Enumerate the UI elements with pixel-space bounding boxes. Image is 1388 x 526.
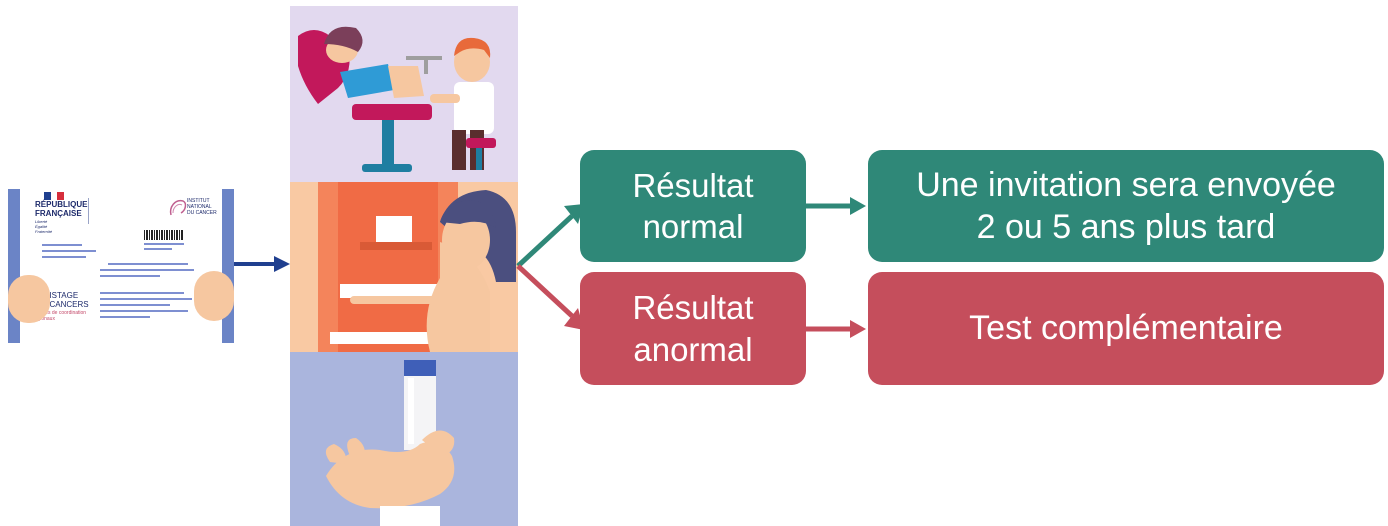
letter-line xyxy=(100,275,160,277)
arrow-to-normal xyxy=(516,214,574,268)
test-complementaire-box: Test complémentaire xyxy=(868,272,1384,385)
letter-motto-2: Égalité xyxy=(35,224,48,229)
letter-line xyxy=(144,248,172,250)
centres-line1: Centres de coordination xyxy=(33,310,87,316)
letter-paper: RÉPUBLIQUE FRANÇAISE Liberté Égalité Fra… xyxy=(20,189,222,343)
branch-arrows xyxy=(516,204,584,330)
result-normal-line2: normal xyxy=(642,208,744,245)
arrow-normal-to-invitation xyxy=(806,197,866,215)
result-anormal-line1: Résultat xyxy=(632,289,754,327)
mammography-illustration xyxy=(290,182,518,352)
letter-line xyxy=(100,292,184,294)
arrow-anormal-to-test xyxy=(806,320,866,338)
letter-line xyxy=(42,256,86,258)
barcode-icon xyxy=(144,230,184,240)
letter-motto-3: Fraternité xyxy=(35,229,53,234)
centres-line2: régionaux xyxy=(33,316,55,322)
letter-motto-1: Liberté xyxy=(35,219,48,224)
result-normal-text: Résultat normal xyxy=(632,165,753,248)
gynecological-exam-illustration xyxy=(290,6,518,182)
letter-line xyxy=(42,244,82,246)
result-normal-box: Résultat normal xyxy=(580,150,806,262)
inca-line1: INSTITUT xyxy=(187,198,210,204)
letter-line xyxy=(100,298,192,300)
arrowhead-anormal xyxy=(564,308,584,330)
letter-line xyxy=(100,304,170,306)
invitation-letter-image: RÉPUBLIQUE FRANÇAISE Liberté Égalité Fra… xyxy=(8,189,234,343)
result-normal-line1: Résultat xyxy=(632,166,754,204)
letter-rf-line1: RÉPUBLIQUE xyxy=(35,200,88,209)
arrow-to-anormal xyxy=(516,264,574,318)
result-anormal-text: Résultat anormal xyxy=(632,287,753,370)
test-tube-hand-illustration xyxy=(290,352,518,526)
invitation-text: Une invitation sera envoyée 2 ou 5 ans p… xyxy=(916,164,1336,249)
invitation-box: Une invitation sera envoyée 2 ou 5 ans p… xyxy=(868,150,1384,262)
right-hand xyxy=(194,271,234,321)
letter-rf-line2: FRANÇAISE xyxy=(35,209,82,218)
french-republic-flag-icon xyxy=(44,192,64,200)
arrow-letter-to-exam xyxy=(234,256,290,272)
depistage-line1: DÉPISTAGE xyxy=(33,291,79,300)
inca-logo-icon xyxy=(167,197,189,219)
invitation-line2: 2 ou 5 ans plus tard xyxy=(976,208,1276,246)
result-anormal-line2: anormal xyxy=(633,330,753,368)
letter-header-divider xyxy=(88,198,89,224)
invitation-line1: Une invitation sera envoyée xyxy=(916,165,1336,204)
letter-line xyxy=(42,250,96,252)
left-hand xyxy=(8,275,50,323)
depistage-line2: DESCANCERS xyxy=(33,300,89,309)
inca-line2: NATIONAL xyxy=(187,204,212,210)
test-complementaire-text: Test complémentaire xyxy=(969,309,1283,348)
letter-line xyxy=(108,263,188,265)
inca-line3: DU CANCER xyxy=(187,210,217,216)
arrowhead-normal xyxy=(564,204,584,224)
letter-line xyxy=(100,269,194,271)
result-anormal-box: Résultat anormal xyxy=(580,272,806,385)
letter-line xyxy=(100,310,188,312)
letter-line xyxy=(144,243,184,245)
letter-line xyxy=(100,316,150,318)
